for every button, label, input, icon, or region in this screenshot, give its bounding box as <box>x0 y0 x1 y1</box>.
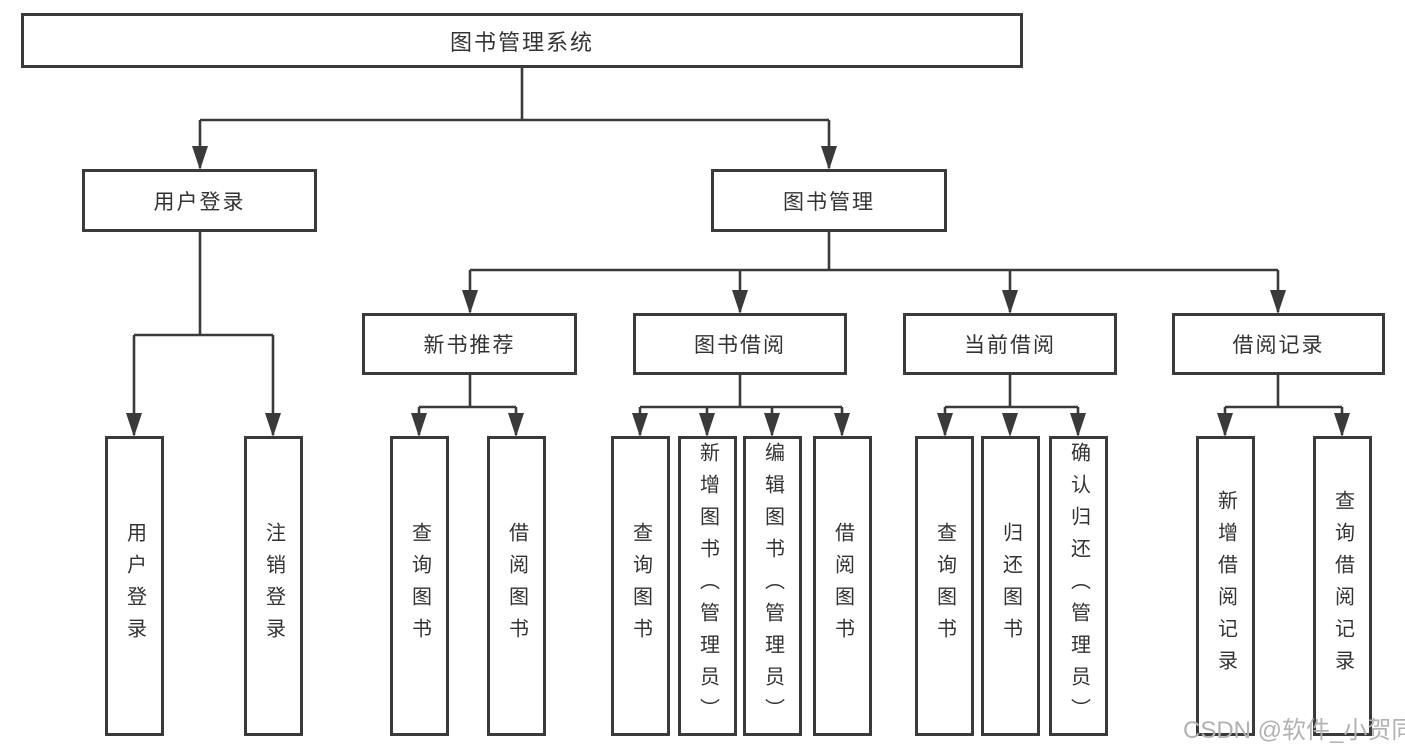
node-user-login: 用户登录 <box>82 169 317 232</box>
leaf-current-confirm-return-admin: 确认归还（管理员） <box>1049 436 1108 736</box>
leaf-logout: 注销登录 <box>244 436 303 736</box>
leaf-borrow-add-books-admin: 新增图书（管理员） <box>678 436 737 736</box>
leaf-current-query-books: 查询图书 <box>915 436 974 736</box>
leaf-newbook-query-books: 查询图书 <box>390 436 449 736</box>
node-borrow-records: 借阅记录 <box>1172 313 1385 375</box>
node-book-management: 图书管理 <box>711 169 947 232</box>
leaf-records-add-record: 新增借阅记录 <box>1196 436 1255 736</box>
node-book-borrow: 图书借阅 <box>633 313 847 375</box>
leaf-borrow-borrow-books: 借阅图书 <box>813 436 872 736</box>
leaf-current-return-books: 归还图书 <box>981 436 1040 736</box>
leaf-newbook-borrow-books: 借阅图书 <box>487 436 546 736</box>
csdn-watermark: CSDN @软件_小贺同学 <box>1183 717 1405 744</box>
node-library-system: 图书管理系统 <box>21 13 1023 68</box>
node-new-book-recommend: 新书推荐 <box>362 313 577 375</box>
node-current-borrow: 当前借阅 <box>903 313 1117 375</box>
tree-edges <box>132 68 1344 435</box>
leaf-borrow-edit-books-admin: 编辑图书（管理员） <box>743 436 802 736</box>
leaf-user-login: 用户登录 <box>105 436 164 736</box>
leaf-borrow-query-books: 查询图书 <box>611 436 670 736</box>
arrowhead-icons <box>126 146 1350 437</box>
leaf-records-query-record: 查询借阅记录 <box>1313 436 1372 736</box>
